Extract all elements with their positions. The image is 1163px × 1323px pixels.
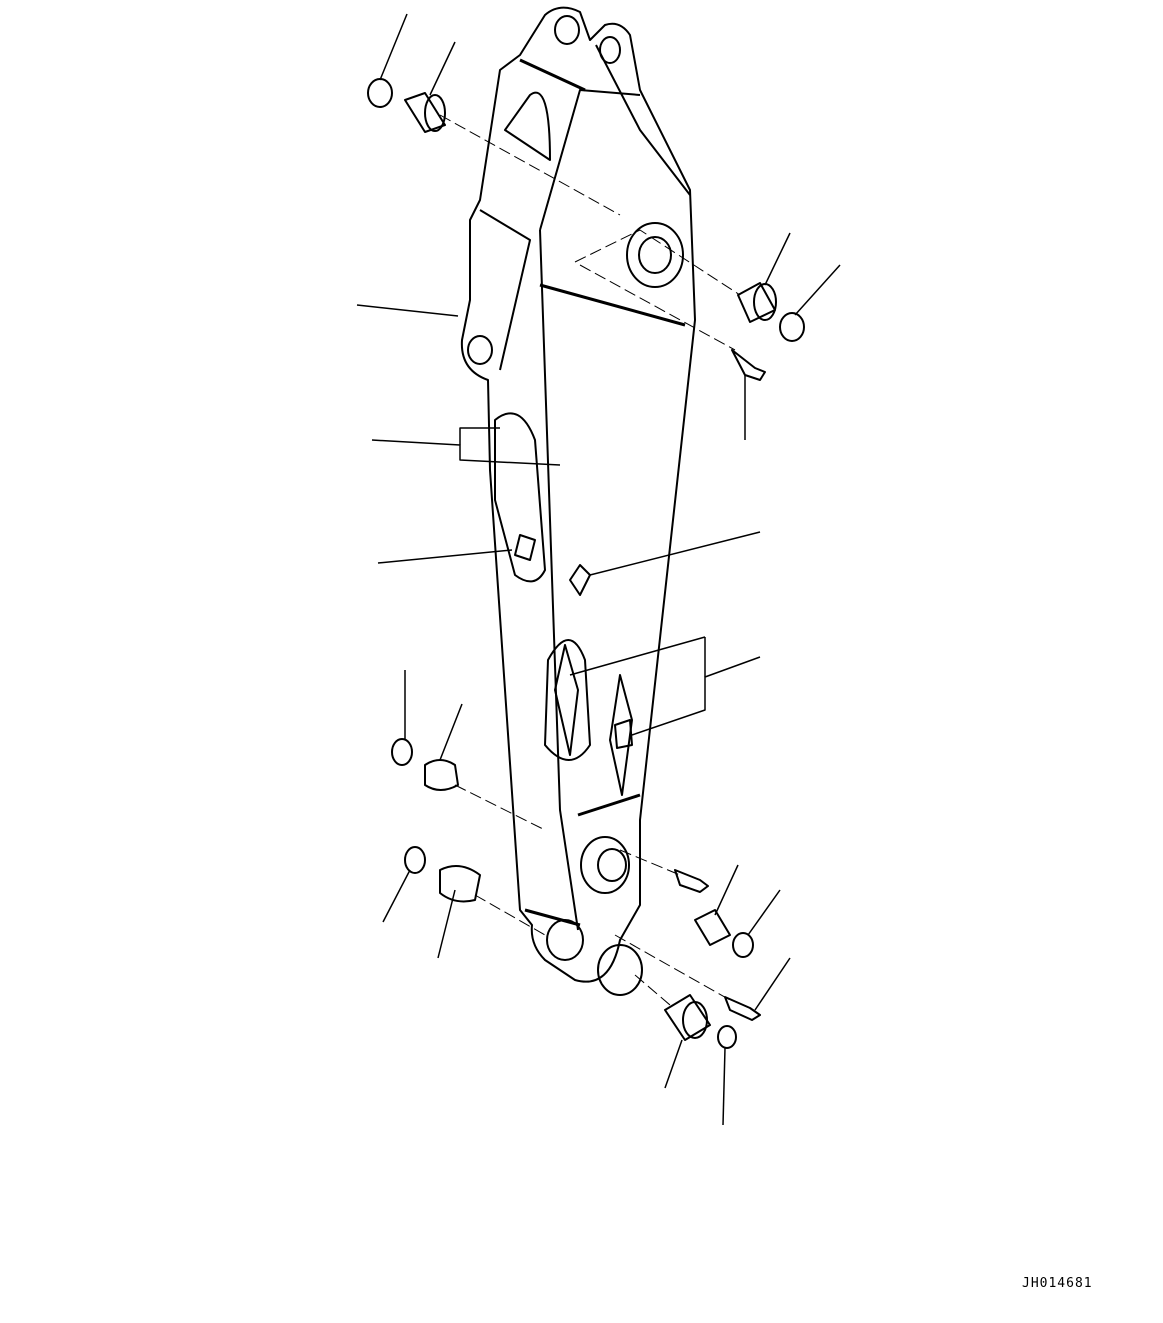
bushings-and-rings xyxy=(367,78,805,1049)
pin-bosses xyxy=(467,15,684,996)
arm-body xyxy=(460,6,696,983)
assembly-axes xyxy=(439,114,741,1006)
leader-lines xyxy=(356,13,841,1126)
plates xyxy=(494,412,633,796)
drawing-reference-code: JH014681 xyxy=(1022,1276,1093,1291)
grease-fittings xyxy=(674,349,766,1021)
